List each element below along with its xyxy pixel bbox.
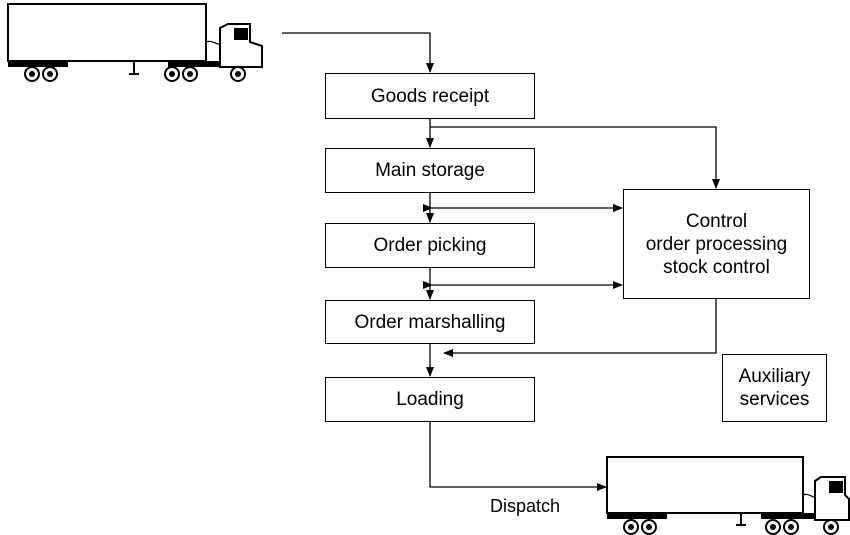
goods-receipt-label: Goods receipt <box>370 85 490 107</box>
control-label-line-3: stock control <box>663 256 770 278</box>
arrow-truck-to-goods-receipt <box>282 32 434 73</box>
main-storage-label: Main storage <box>375 160 485 181</box>
auxiliary-services-box: Auxiliary services <box>722 354 827 422</box>
order-marshalling-box: Order marshalling <box>325 300 535 344</box>
auxiliary-label-line-1: Auxiliary <box>738 366 811 387</box>
control-label-line-2: order processing <box>645 233 788 255</box>
auxiliary-label-line-2: services <box>739 389 810 410</box>
arrow-control-return <box>443 299 717 357</box>
arrow-to-control <box>430 126 720 189</box>
order-picking-box: Order picking <box>325 223 535 268</box>
semi-truck-icon <box>7 3 263 82</box>
control-label-line-1: Control <box>685 210 748 232</box>
loading-label: Loading <box>396 389 464 410</box>
semi-truck-icon <box>606 456 850 535</box>
control-box: Control order processing stock control <box>623 189 810 299</box>
dispatch-label: Dispatch <box>490 496 561 516</box>
main-storage-box: Main storage <box>325 148 535 193</box>
goods-receipt-box: Goods receipt <box>325 73 535 119</box>
arrow-loading-to-dispatch <box>429 422 607 491</box>
loading-box: Loading <box>325 377 535 422</box>
order-picking-label: Order picking <box>373 235 487 256</box>
order-marshalling-label: Order marshalling <box>354 311 506 333</box>
